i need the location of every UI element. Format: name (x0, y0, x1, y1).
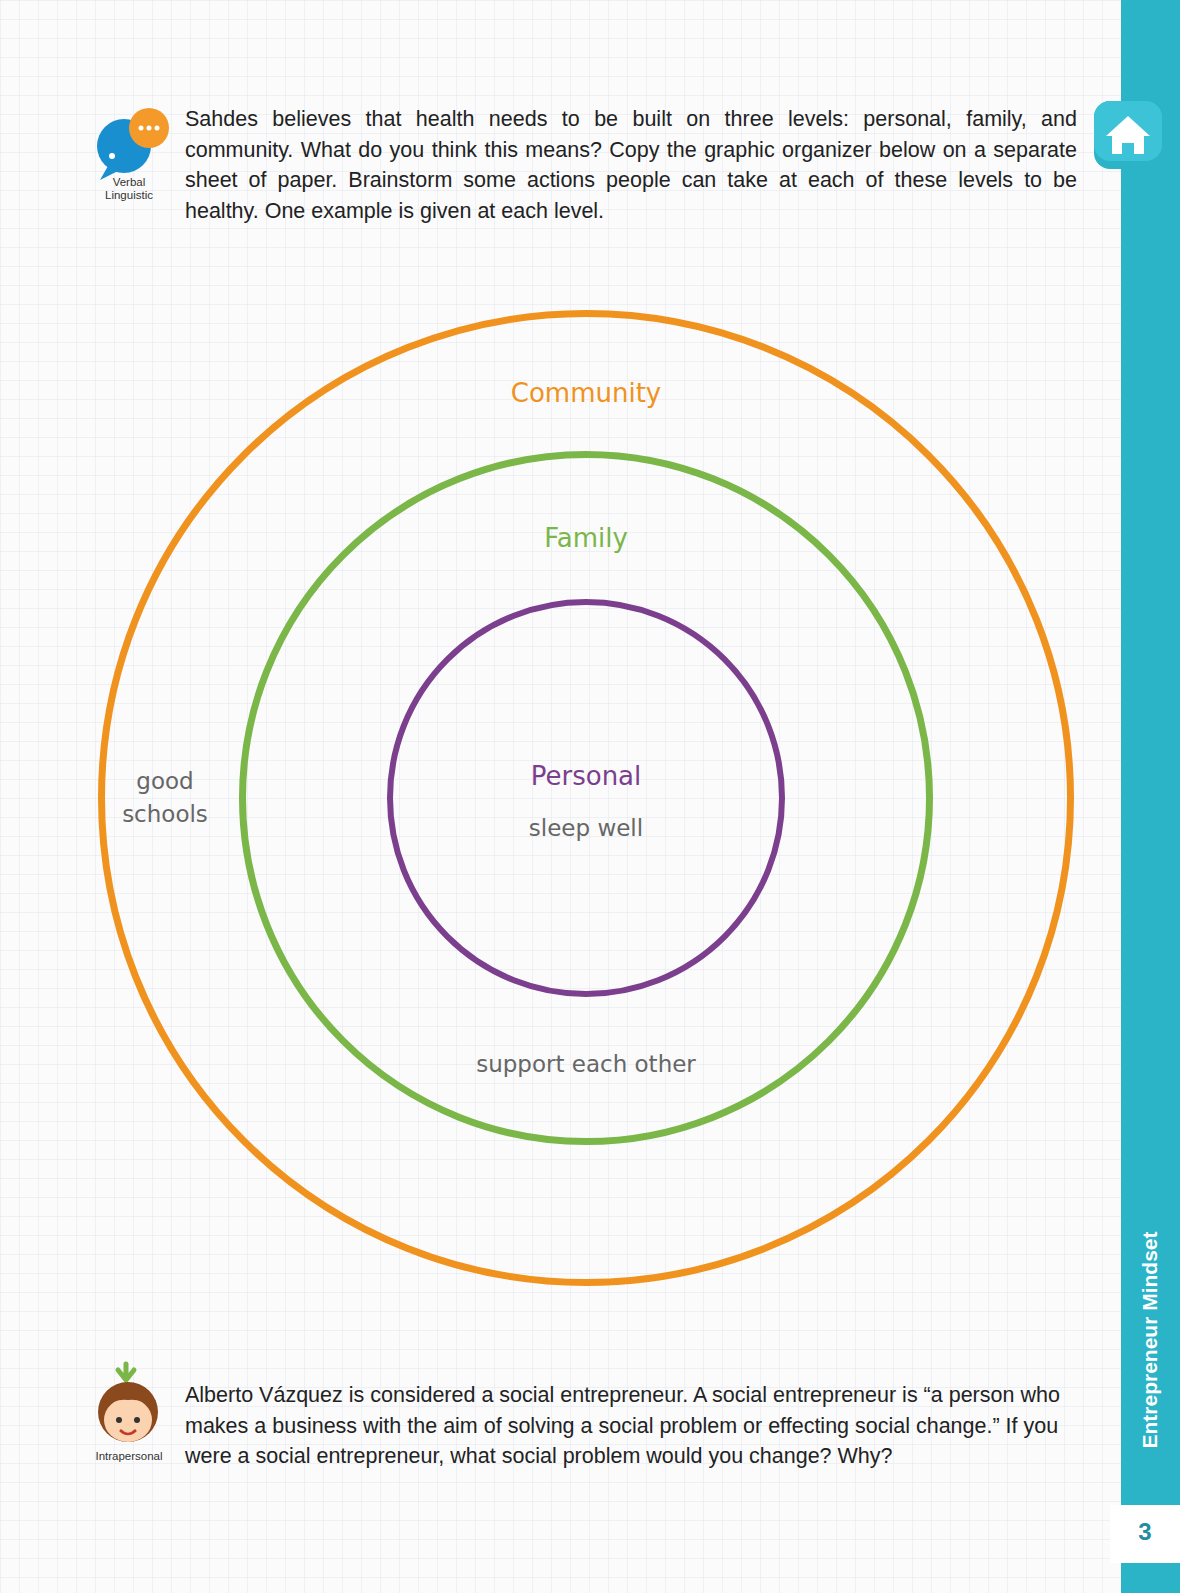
example-text: support each other (238, 1048, 934, 1081)
icon-caption: Verbal Linguistic (94, 176, 164, 202)
question-text: Alberto Vázquez is considered a social e… (185, 1380, 1077, 1472)
ring-outline (386, 598, 786, 998)
page-number: 3 (1110, 1515, 1180, 1549)
side-tab-title: Entrepreneur Mindset (1136, 1190, 1164, 1490)
level-heading: Community (97, 375, 1075, 413)
community-ring: Community good schools Family support each … (97, 309, 1075, 1287)
instruction-text: Sahdes believes that health needs to be … (185, 104, 1077, 226)
icon-caption: Intrapersonal (86, 1450, 172, 1463)
side-bar (1121, 0, 1180, 1593)
verbal-linguistic-icon (97, 108, 169, 180)
ring-outline (238, 450, 934, 1146)
intrapersonal-icon (98, 1364, 158, 1442)
personal-ring: Personal sleep well (386, 598, 786, 998)
family-ring: Family support each other Personal sleep we… (238, 450, 934, 1146)
ring-circle (243, 455, 930, 1142)
ring-circle (390, 602, 782, 994)
example-text: good schools (119, 765, 211, 832)
page-number-box (1110, 1505, 1180, 1563)
ring-circle (102, 314, 1071, 1283)
level-heading: Family (238, 520, 934, 558)
example-text: sleep well (386, 812, 786, 845)
level-heading: Personal (386, 758, 786, 796)
home-icon (1094, 101, 1162, 169)
